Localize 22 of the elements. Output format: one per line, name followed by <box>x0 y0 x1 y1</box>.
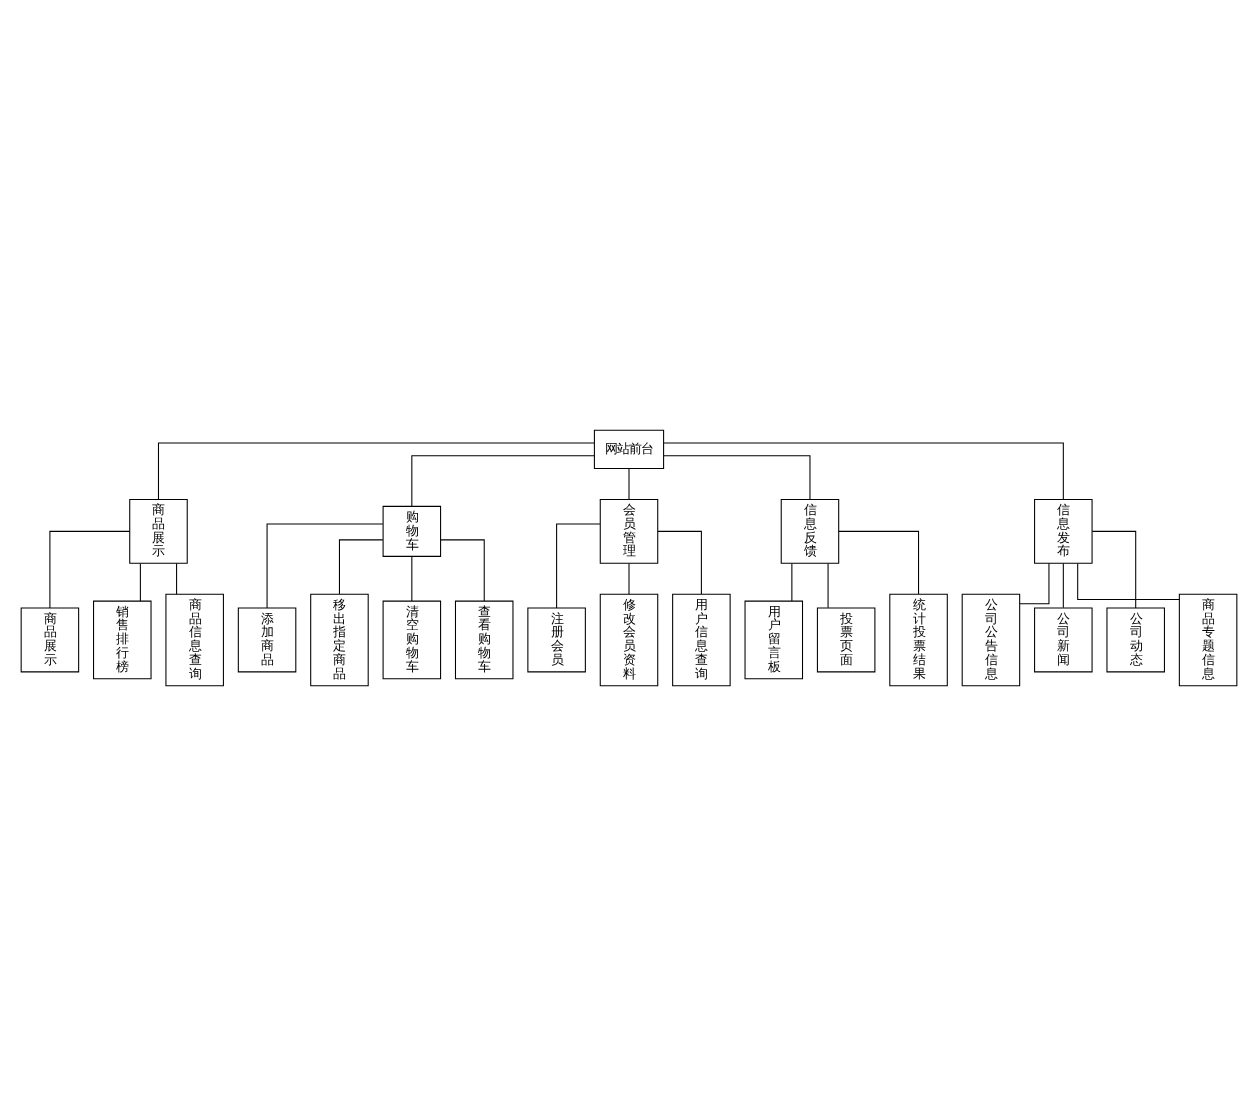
connector <box>176 562 178 595</box>
connector <box>663 455 811 500</box>
connector <box>338 539 384 595</box>
connector <box>838 530 920 595</box>
connector <box>1062 562 1064 609</box>
connector <box>827 562 829 609</box>
connector <box>657 530 702 595</box>
connector <box>411 455 595 507</box>
connector <box>266 523 384 609</box>
connector <box>157 442 595 500</box>
connector <box>791 562 793 602</box>
connector <box>663 442 1064 500</box>
connector <box>1091 530 1137 609</box>
connector <box>411 556 413 602</box>
connector <box>1019 562 1050 605</box>
connector <box>628 468 630 500</box>
connector <box>139 562 141 602</box>
connector <box>628 562 630 595</box>
connector <box>1077 562 1180 601</box>
connector <box>49 530 131 609</box>
connector <box>556 523 601 609</box>
connector <box>440 539 485 602</box>
